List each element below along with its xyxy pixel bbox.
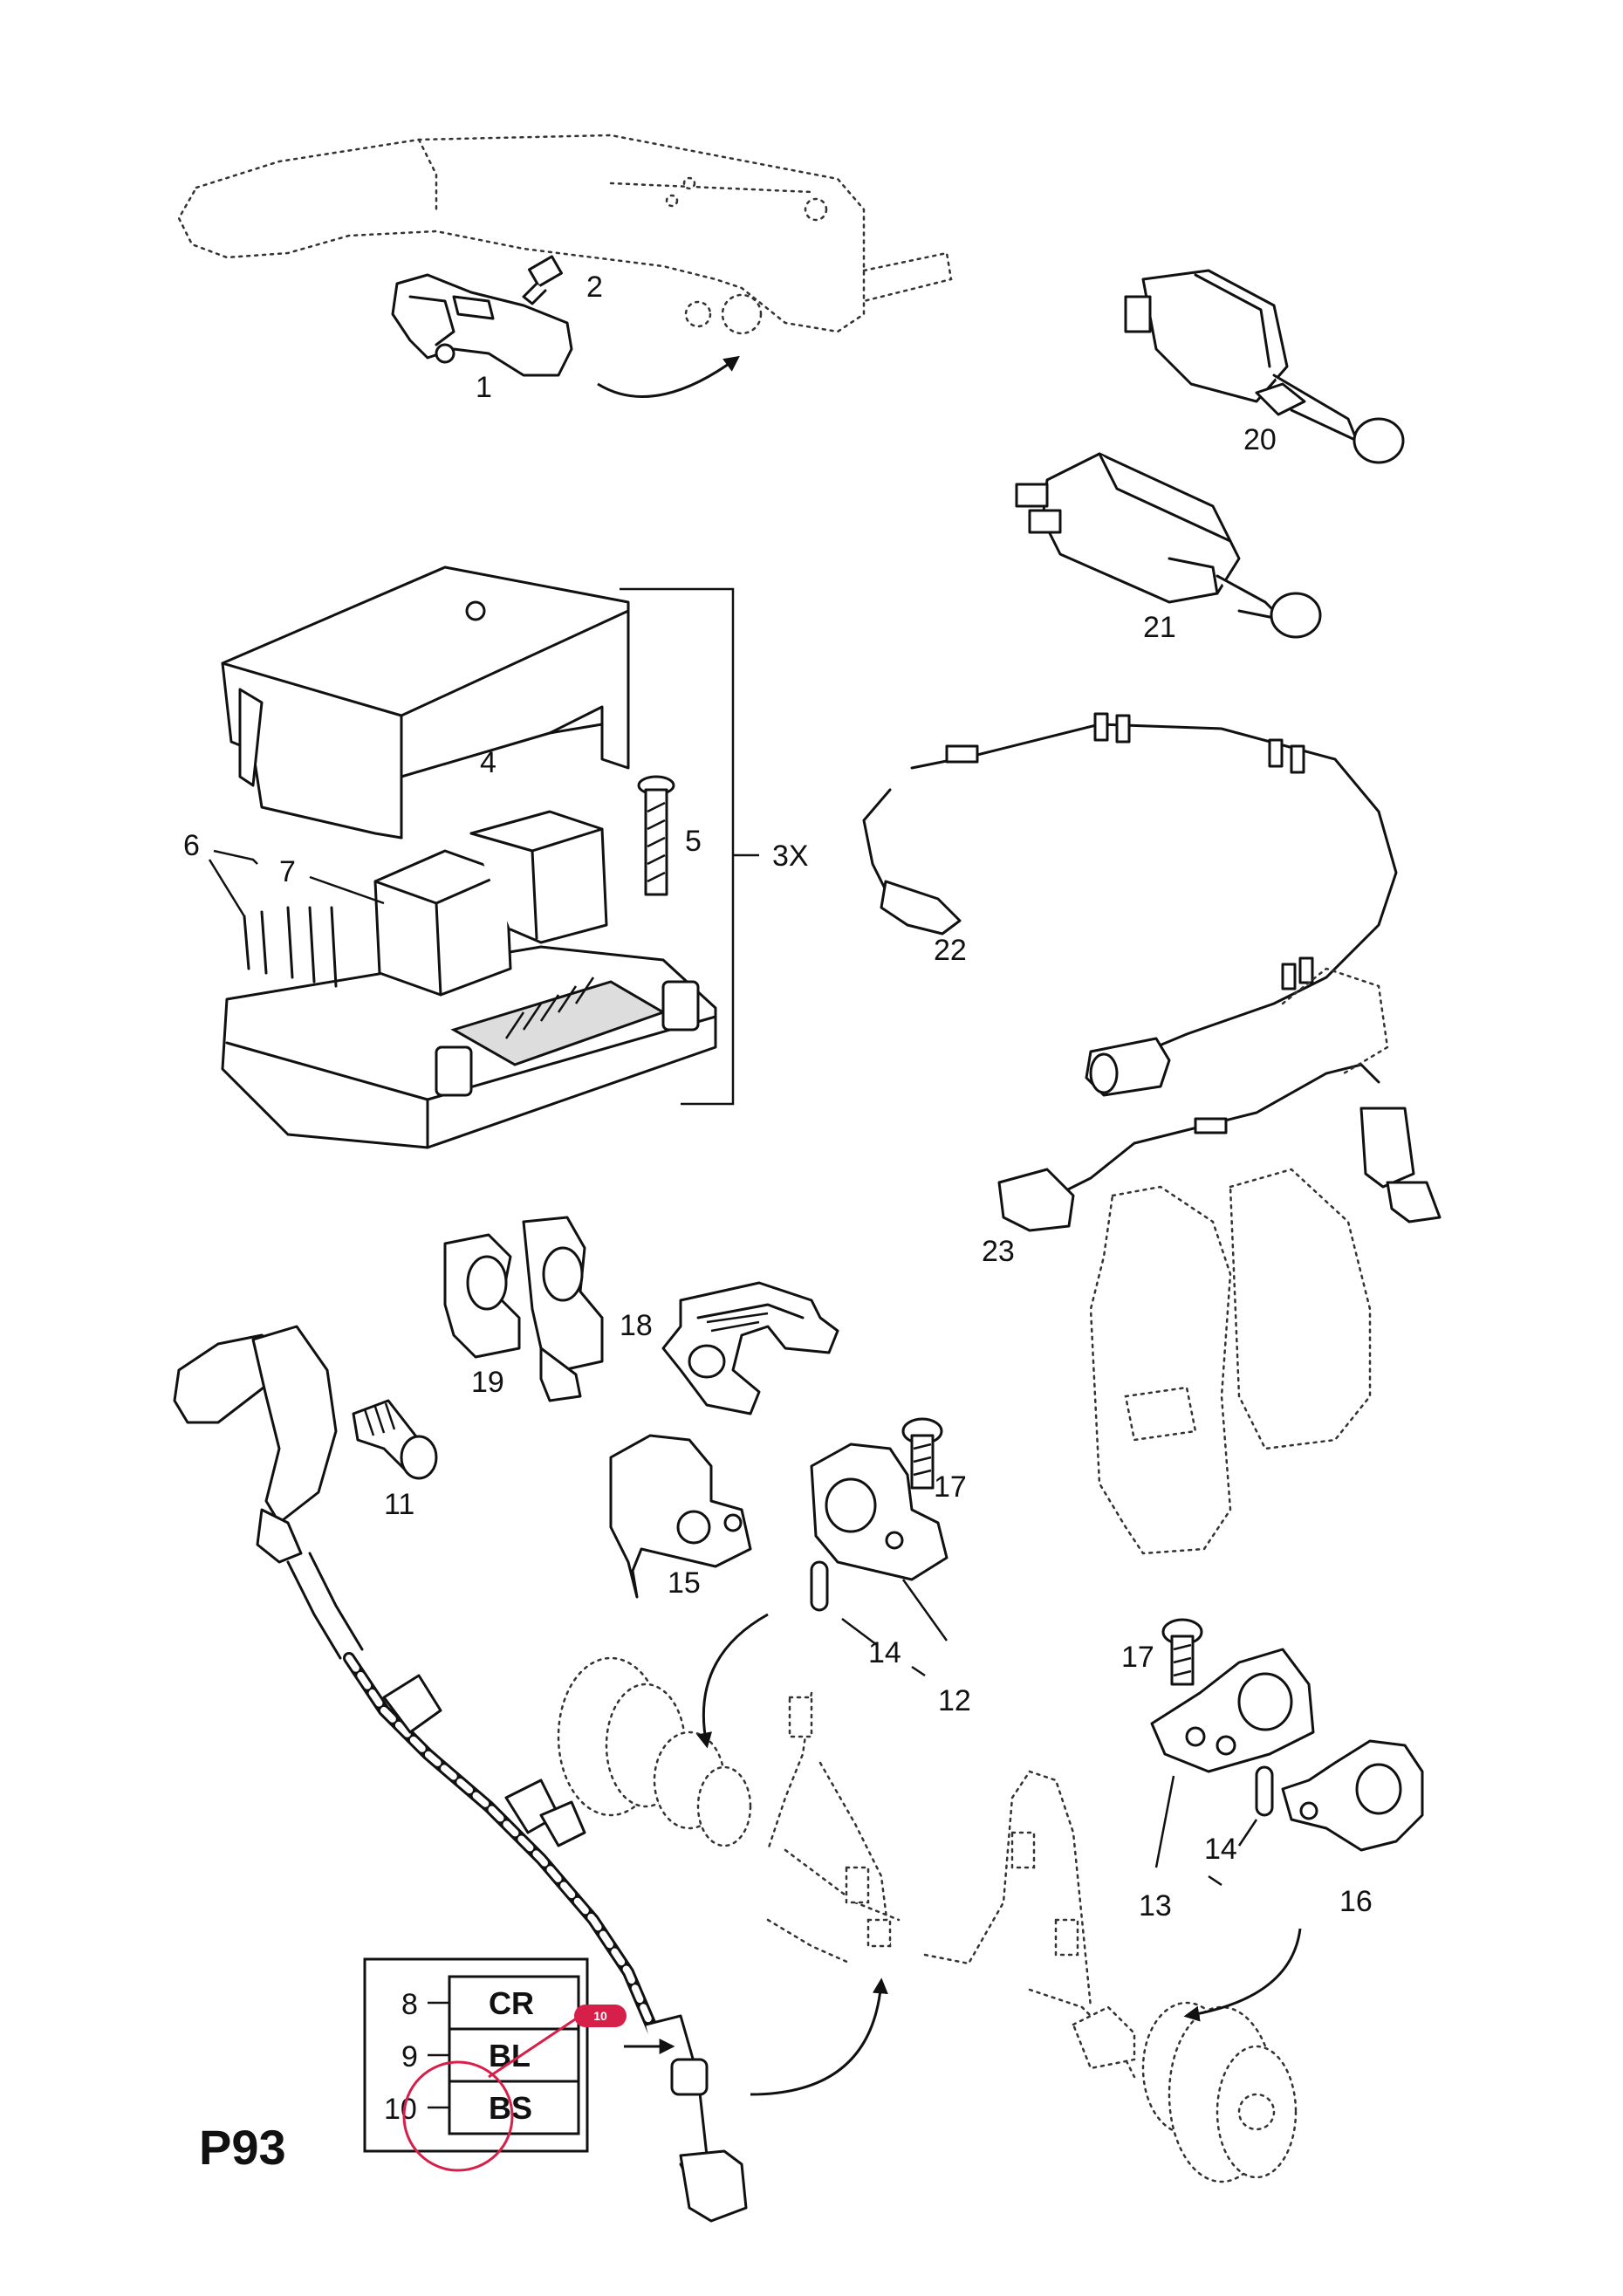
part-4-relay-cover[interactable]	[221, 565, 630, 840]
highlight-badge-label: 10	[593, 2009, 607, 2023]
part-22-pad-wear-sensor[interactable]	[862, 712, 1398, 1097]
highlight-badge[interactable]	[574, 2005, 627, 2027]
callout-15: 15	[668, 1566, 701, 1600]
callout-5: 5	[685, 825, 702, 858]
callout-23: 23	[982, 1235, 1015, 1268]
callout-2: 2	[586, 271, 603, 304]
part-1-handbrake-switch[interactable]	[391, 273, 573, 377]
curved-arrow-icon	[750, 1977, 888, 2096]
wheel-hub-right-ghost	[923, 1770, 1298, 2183]
part-23-pad-wear-sensor[interactable]	[997, 1063, 1442, 1232]
part-11-bolt[interactable]	[352, 1399, 438, 1480]
callout-22: 22	[934, 934, 967, 967]
variant-number: 10	[384, 2093, 417, 2126]
callout-1: 1	[476, 371, 492, 404]
circle-highlight-icon	[402, 2060, 514, 2172]
variant-code: BL	[489, 2038, 531, 2073]
part-14-sleeve-lower[interactable]	[1255, 1765, 1274, 1817]
part-18-cable-clip[interactable]	[661, 1281, 839, 1415]
variant-code: CR	[489, 1985, 534, 2021]
callout-3x: 3X	[772, 840, 809, 873]
brake-pads-ghost	[1089, 967, 1389, 1555]
callout-21: 21	[1143, 611, 1176, 644]
part-2-bolt[interactable]	[522, 255, 563, 305]
callout-14-lower: 14	[1204, 1833, 1237, 1866]
callout-14-upper: 14	[868, 1636, 901, 1669]
curved-arrow-icon	[597, 355, 740, 399]
callout-20: 20	[1243, 423, 1277, 456]
page-code: P93	[199, 2120, 286, 2175]
callout-6: 6	[183, 829, 200, 862]
curved-arrow-icon	[1183, 1928, 1302, 2022]
callout-16: 16	[1339, 1885, 1373, 1918]
highlight-annotation[interactable]: 10	[402, 2005, 627, 2172]
callout-11: 11	[384, 1488, 414, 1521]
variant-row-8[interactable]: 8 CR	[401, 1985, 534, 2021]
callout-4: 4	[480, 746, 496, 779]
callout-17-upper: 17	[934, 1470, 967, 1504]
callout-19: 19	[471, 1366, 504, 1399]
wheel-hub-left-ghost	[557, 1656, 901, 1965]
part-7-relay[interactable]	[373, 810, 608, 997]
callout-18: 18	[620, 1309, 653, 1342]
part-16-bracket[interactable]	[1281, 1739, 1424, 1852]
part-12-bracket[interactable]	[810, 1443, 948, 1581]
part-21-brake-light-switch[interactable]	[1015, 452, 1322, 639]
callout-17-lower: 17	[1121, 1641, 1154, 1674]
part-20-brake-light-switch[interactable]	[1124, 269, 1405, 464]
highlight-pointer	[488, 2014, 581, 2079]
part-17-screw-lower[interactable]	[1161, 1618, 1203, 1686]
abs-wheel-speed-sensor[interactable]	[173, 1325, 748, 2223]
bracket-3x	[620, 587, 735, 1106]
part-17-screw-upper[interactable]	[901, 1417, 943, 1490]
variant-table: 8 CR 9 BL 10 BS	[363, 1957, 589, 2153]
part-13-bracket[interactable]	[1150, 1648, 1315, 1773]
handbrake-lever-ghost	[177, 134, 953, 335]
part-14-sleeve-upper[interactable]	[810, 1560, 829, 1612]
part-5-screw[interactable]	[637, 775, 675, 896]
callout-7: 7	[279, 855, 296, 888]
variant-row-9[interactable]: 9 BL	[401, 2038, 531, 2073]
variant-number: 8	[401, 1988, 418, 2021]
callout-13: 13	[1139, 1889, 1172, 1922]
part-19-cable-clip[interactable]	[443, 1216, 604, 1402]
part-6-relay-base[interactable]	[221, 906, 717, 1149]
callout-12: 12	[938, 1684, 971, 1717]
curved-arrow-icon	[696, 1613, 769, 1749]
variant-number: 9	[401, 2040, 418, 2073]
part-15-bracket[interactable]	[609, 1434, 752, 1599]
